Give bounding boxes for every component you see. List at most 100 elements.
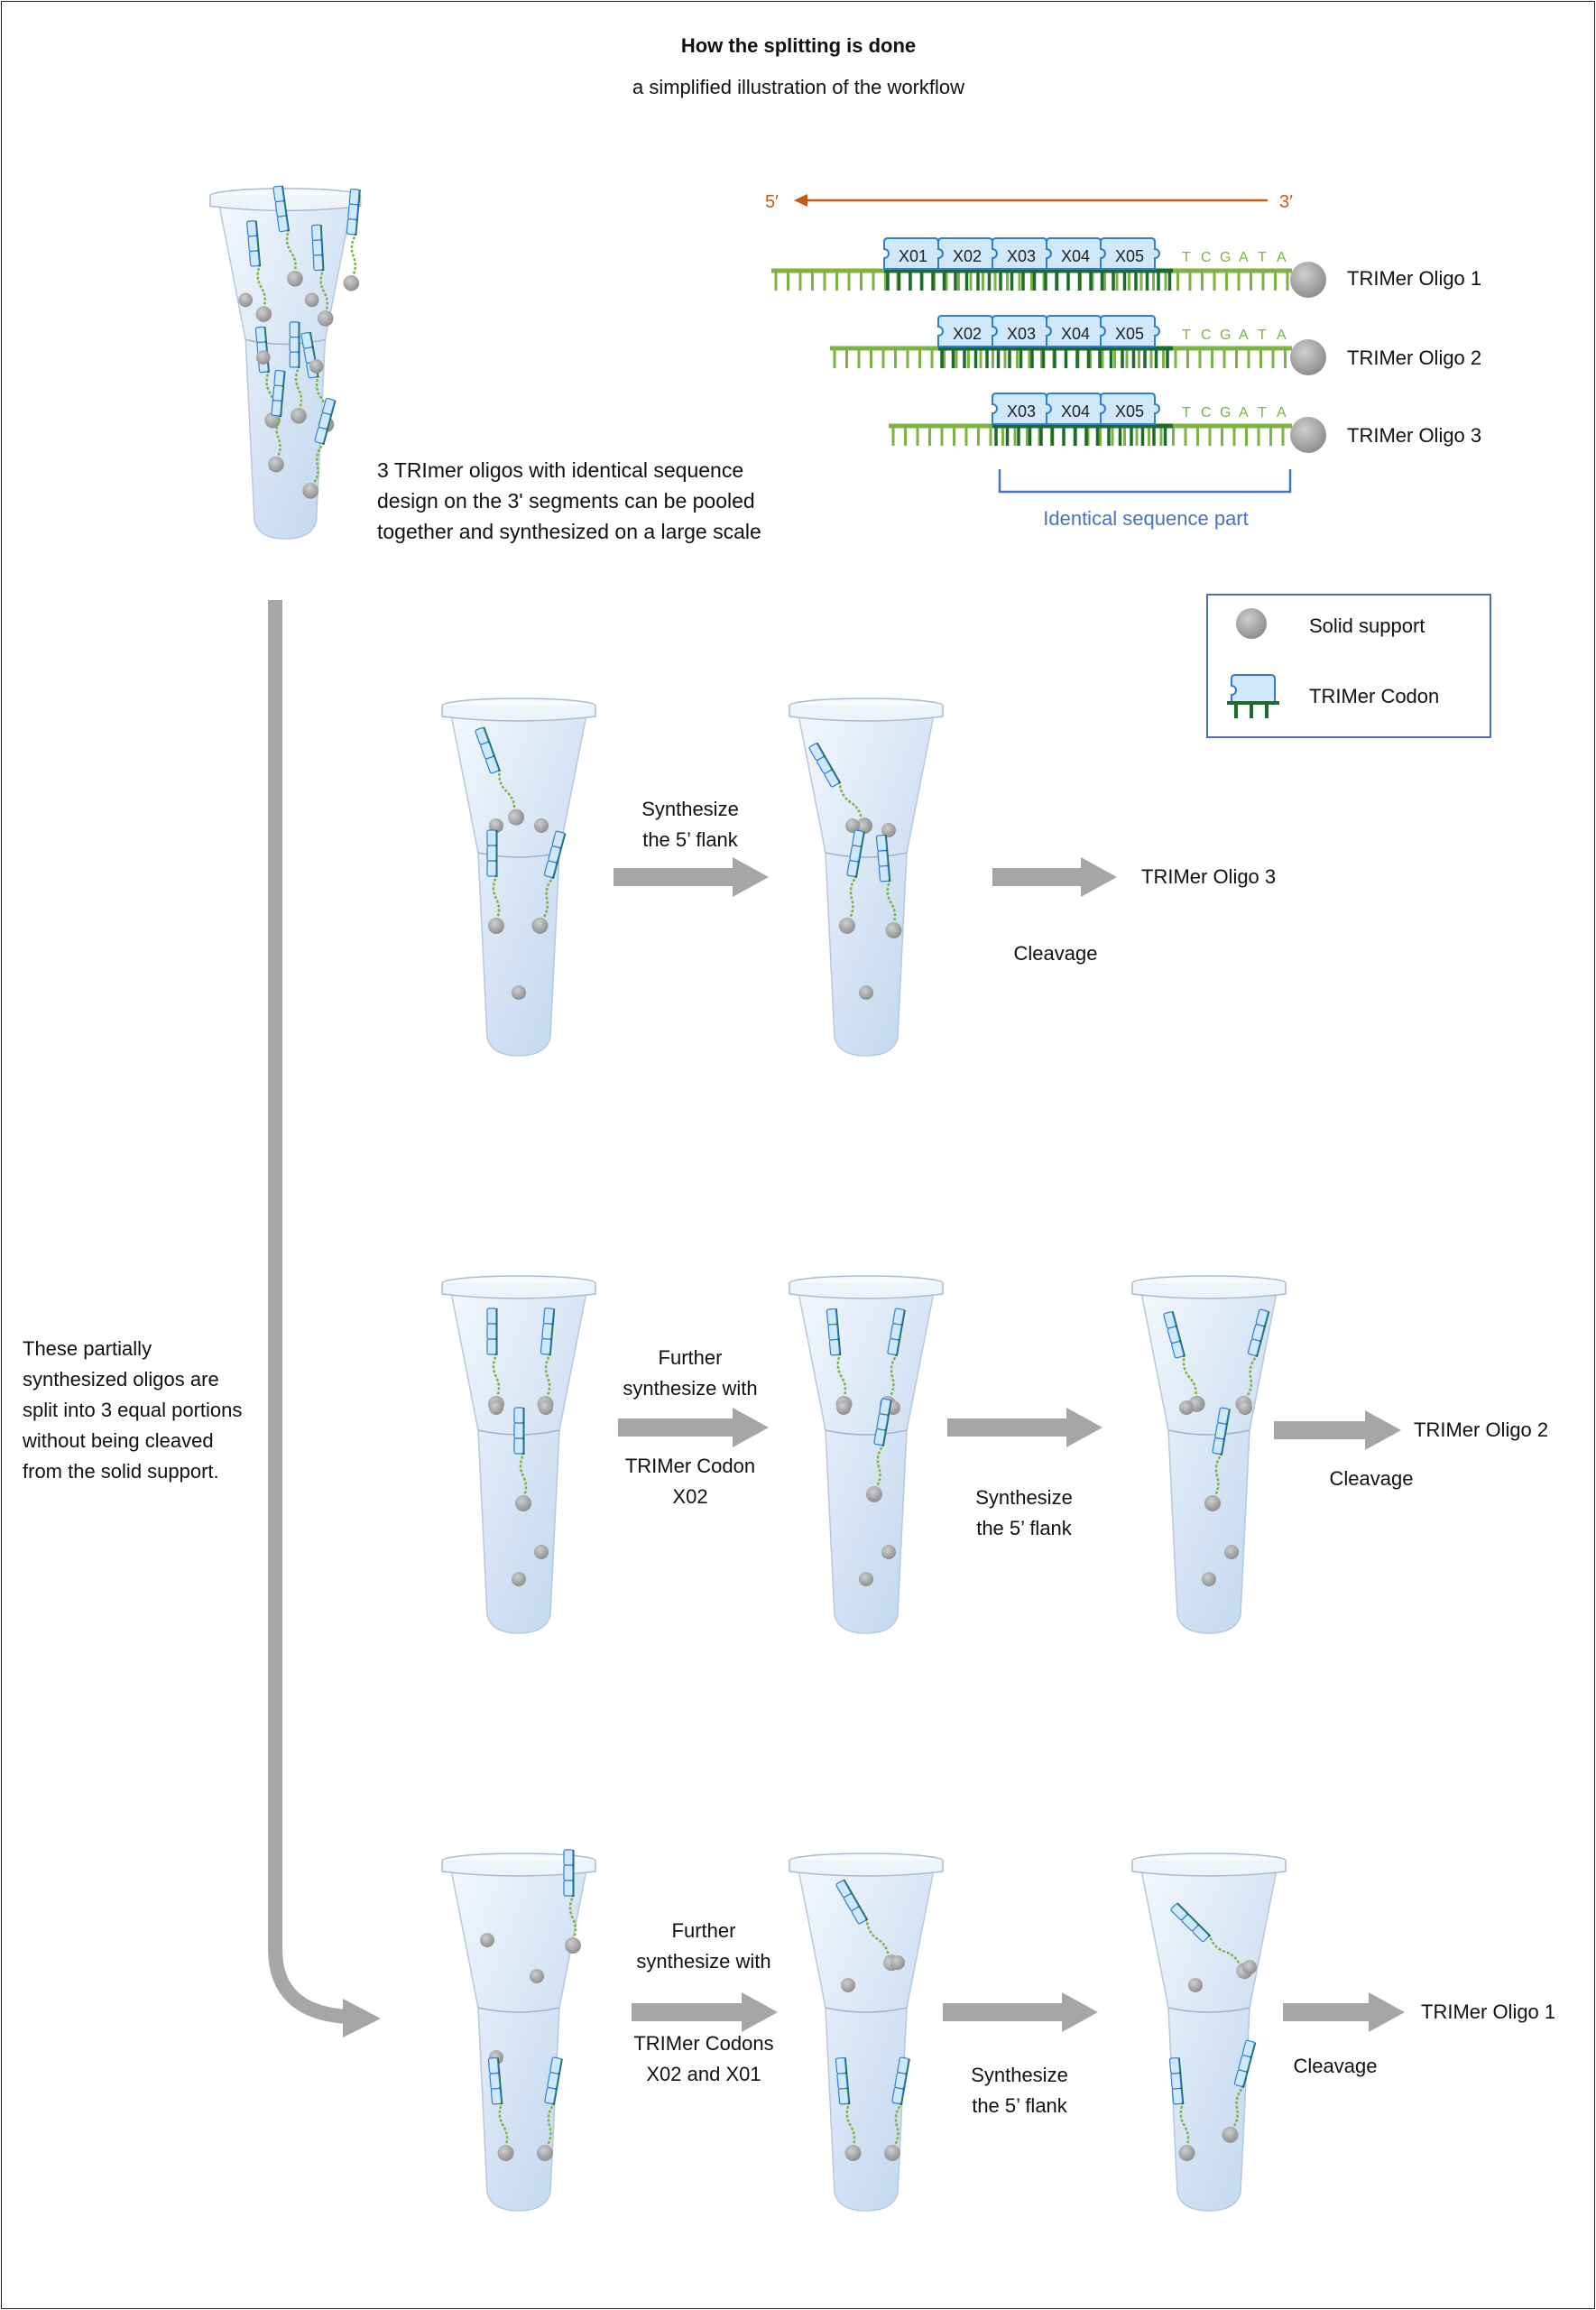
result-label: TRIMer Oligo 3: [1141, 865, 1277, 888]
tube-rim-side: [789, 1283, 944, 1299]
solid-support-bead: [1204, 1494, 1221, 1511]
flank-strand: [256, 265, 267, 310]
oligo-strand: [536, 2056, 563, 2161]
flank-strand: [544, 1354, 551, 1400]
codon-block: [852, 829, 864, 847]
solid-support-bead: [489, 1400, 503, 1415]
codon-block: [541, 1323, 553, 1340]
codon-block: [894, 2072, 907, 2090]
codon-label: X03: [1007, 325, 1036, 343]
legend: Solid support TRIMer Codon: [1206, 594, 1491, 738]
tail-base: A: [1277, 405, 1287, 420]
solid-support-bead: [836, 1400, 851, 1415]
tube-rim-side: [1131, 1861, 1287, 1877]
flank-strand: [285, 231, 297, 274]
flank-strand: [1231, 2086, 1244, 2130]
intro-line: design on the 3' segments can be pooled: [377, 489, 755, 513]
identical-part-bracket: [998, 469, 1292, 494]
tail-base: T: [1182, 250, 1191, 265]
codon-block: [875, 834, 888, 852]
codon-block: [348, 188, 360, 206]
codon-block: [346, 218, 357, 236]
tail-base: A: [1239, 250, 1249, 265]
solid-support-bead: [890, 1955, 905, 1970]
codon-block: [1168, 2056, 1181, 2074]
intro-text: 3 TRImer oligos with identical sequence …: [377, 455, 761, 547]
codon-block: [542, 1307, 555, 1325]
step-label: Cleavage: [1329, 1467, 1414, 1490]
tail-base: A: [1277, 250, 1287, 265]
oligo-strand: [343, 188, 361, 291]
codon-block: [836, 2072, 848, 2090]
codon-block: [1217, 1407, 1230, 1425]
flank-strand: [836, 1354, 847, 1400]
tube-rim-side: [1131, 1283, 1287, 1299]
codon-block: [837, 2087, 850, 2105]
step-text: X02: [672, 1485, 708, 1508]
split-arrow: [268, 600, 348, 2024]
flank-strand: [887, 1354, 898, 1400]
solid-support-bead: [1238, 1400, 1252, 1415]
codon-block: [879, 1398, 891, 1416]
solid-support-bead: [508, 808, 525, 826]
tube-ring: [1167, 2007, 1250, 2013]
step-text: the 5’ flank: [642, 828, 738, 851]
codon-block: [486, 845, 497, 862]
codon-block: [475, 726, 489, 745]
test-tube: [789, 1853, 944, 2212]
codon-block: [254, 326, 266, 344]
process-arrow: [1283, 1992, 1405, 2032]
step-text: X02 and X01: [646, 2063, 761, 2085]
codon-block: [563, 1864, 574, 1881]
oligo-strand: [486, 829, 504, 934]
flank-strand: [294, 367, 303, 411]
test-tube: [1131, 1853, 1287, 2212]
codon-block: [826, 1307, 838, 1326]
tail-base: C: [1201, 405, 1212, 420]
split-note: These partially synthesized oligos are s…: [23, 1334, 242, 1487]
solid-support-bead: [844, 2144, 862, 2161]
legend-solid-support: Solid support: [1309, 614, 1425, 637]
step-label: Cleavage: [1013, 942, 1098, 965]
codon-block: [835, 2056, 847, 2074]
trimer-codon-icon: [1227, 674, 1279, 718]
solid-support-bead: [309, 359, 324, 374]
flank-strand: [568, 1896, 577, 1941]
codon-block: [549, 2056, 562, 2074]
codon-block: [1214, 1422, 1227, 1440]
oligo-strand: [272, 185, 303, 287]
flank-strand: [540, 877, 554, 921]
oligo-strand: [1204, 1407, 1231, 1511]
flank-strand: [1179, 2103, 1190, 2148]
oligo-strand: [838, 829, 865, 934]
codon-block: [271, 400, 282, 417]
oligo-strand: [268, 369, 286, 473]
tube-ring: [477, 2007, 560, 2013]
split-note-line: synthesized oligos are: [23, 1368, 219, 1391]
codon-block: [289, 351, 300, 368]
codon-block: [1170, 1903, 1188, 1921]
flank-strand: [846, 876, 857, 921]
codon-block: [1255, 1308, 1269, 1326]
oligo-strand: [1222, 2039, 1257, 2143]
flank-strand: [350, 235, 357, 279]
codon-block: [1212, 1437, 1224, 1455]
solid-support-bead: [287, 271, 303, 287]
codon-block: [274, 200, 287, 217]
process-arrow: [943, 1992, 1098, 2032]
solid-support-bead: [841, 1978, 855, 1992]
codon-block: [311, 239, 323, 256]
solid-support-bead: [304, 292, 319, 308]
solid-support-bead: [1188, 1978, 1203, 1992]
solid-support-bead: [343, 274, 360, 291]
solid-support-bead: [883, 2144, 900, 2161]
intro-line: 3 TRImer oligos with identical sequence: [377, 458, 744, 482]
codon-label: X05: [1115, 325, 1144, 343]
solid-support-bead: [1178, 2144, 1195, 2161]
oligo-strand: [246, 220, 272, 322]
tail-base: G: [1220, 405, 1231, 420]
